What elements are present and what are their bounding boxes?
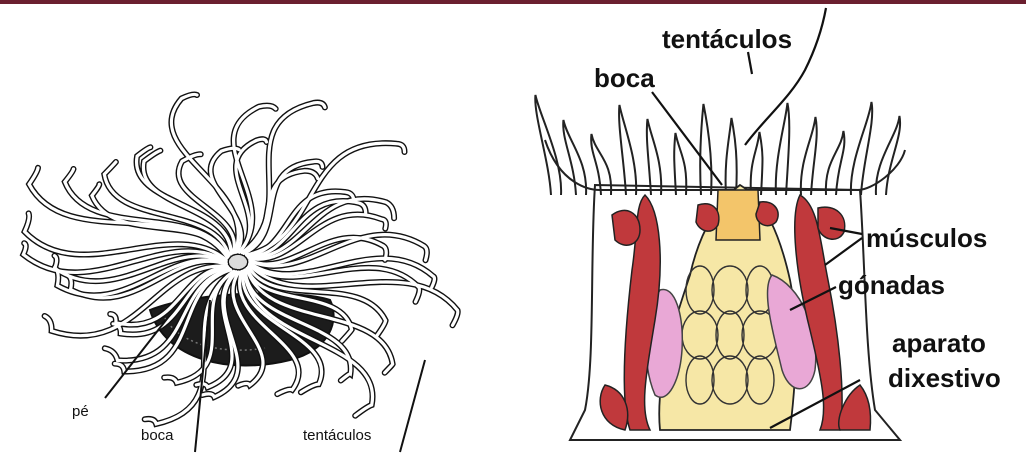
muscle-blob-inner-right xyxy=(756,202,778,226)
section-tentacle xyxy=(619,105,636,195)
section-tentacle xyxy=(826,131,845,195)
section-tentacle xyxy=(700,104,711,195)
section-mouth-opening xyxy=(716,190,760,240)
section-tentacle xyxy=(647,119,661,195)
section-tentacle xyxy=(776,103,790,195)
muscle-blob-upper-left xyxy=(612,210,640,245)
label-tentacles-right: tentáculos xyxy=(662,26,792,52)
section-tentacle xyxy=(751,132,763,195)
section-tentacle xyxy=(726,118,737,195)
section-tentacle xyxy=(801,117,817,195)
leader-tentacles-right xyxy=(748,52,752,74)
label-mouth-right: boca xyxy=(594,65,655,91)
section-tentacle xyxy=(851,102,872,195)
section-tentacles xyxy=(535,95,905,195)
section-tentacle xyxy=(563,120,586,195)
section-tentacle xyxy=(535,95,561,195)
label-muscles: músculos xyxy=(866,225,987,251)
label-digestive-line2: dixestivo xyxy=(888,365,1001,391)
muscle-blob-inner-left xyxy=(696,204,719,231)
section-tentacle xyxy=(876,116,900,195)
label-gonads: gónadas xyxy=(838,272,945,298)
leader-mouth-right xyxy=(652,92,722,185)
label-digestive-line1: aparato xyxy=(892,330,986,356)
